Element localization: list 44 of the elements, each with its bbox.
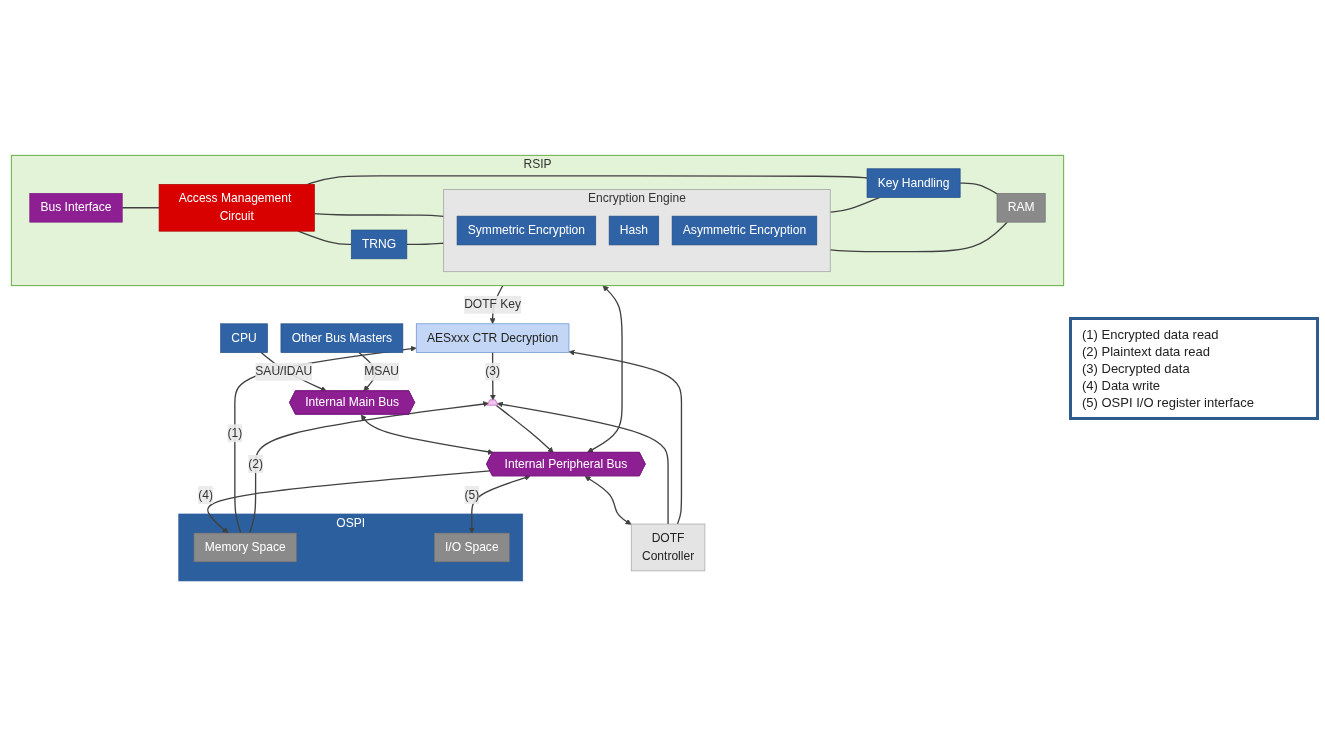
legend-note: (1) Encrypted data read bbox=[1082, 325, 1220, 343]
node-trapezoid bbox=[486, 399, 499, 406]
node-box: TRNG bbox=[350, 229, 408, 259]
edge-label: (1) bbox=[227, 426, 243, 440]
connector bbox=[959, 182, 998, 195]
connector bbox=[121, 206, 160, 209]
edge-label: SAU/IDAU bbox=[255, 364, 313, 378]
edge-label: (5) bbox=[464, 487, 480, 502]
connector bbox=[829, 196, 880, 213]
connector bbox=[306, 175, 868, 185]
node-box: DOTF Controller bbox=[630, 523, 706, 572]
node-box: Key Handling bbox=[866, 168, 961, 198]
arrow bbox=[249, 400, 489, 534]
connector bbox=[313, 212, 445, 217]
node-box: RAM bbox=[996, 192, 1046, 223]
arrow bbox=[497, 401, 669, 525]
arrow bbox=[360, 414, 494, 455]
connector bbox=[406, 242, 445, 245]
arrow bbox=[568, 349, 683, 525]
edge-label: DOTF Key bbox=[464, 297, 522, 311]
edge-label: MSAU bbox=[364, 364, 399, 378]
legend-note: (4) Data write bbox=[1082, 376, 1162, 394]
arrow bbox=[584, 475, 632, 525]
legend-note: (2) Plaintext data read bbox=[1082, 342, 1211, 360]
legend-note: (3) Decrypted data bbox=[1082, 359, 1191, 377]
node-box: Asymmetric Encryption bbox=[671, 215, 818, 246]
connector bbox=[829, 221, 1008, 253]
node-box: AESxxx CTR Decryption bbox=[415, 323, 570, 353]
node-box: Access Management Circuit bbox=[158, 183, 315, 232]
node-box: Memory Space bbox=[193, 532, 297, 563]
arrow bbox=[495, 404, 554, 453]
node-box: I/O Space bbox=[433, 532, 510, 563]
edge-label: (4) bbox=[198, 487, 213, 502]
arrow bbox=[587, 285, 623, 453]
node-box: Hash bbox=[608, 215, 660, 246]
arrow bbox=[468, 474, 531, 534]
node-box: Other Bus Masters bbox=[280, 323, 404, 353]
edge-label: (2) bbox=[248, 456, 263, 471]
arrow bbox=[207, 470, 491, 534]
node-box: Symmetric Encryption bbox=[456, 215, 597, 246]
legend-note: (5) OSPI I/O register interface bbox=[1082, 393, 1255, 411]
node-box: Bus Interface bbox=[29, 192, 123, 223]
edge-label: (3) bbox=[485, 364, 500, 378]
node-box: CPU bbox=[220, 323, 268, 353]
